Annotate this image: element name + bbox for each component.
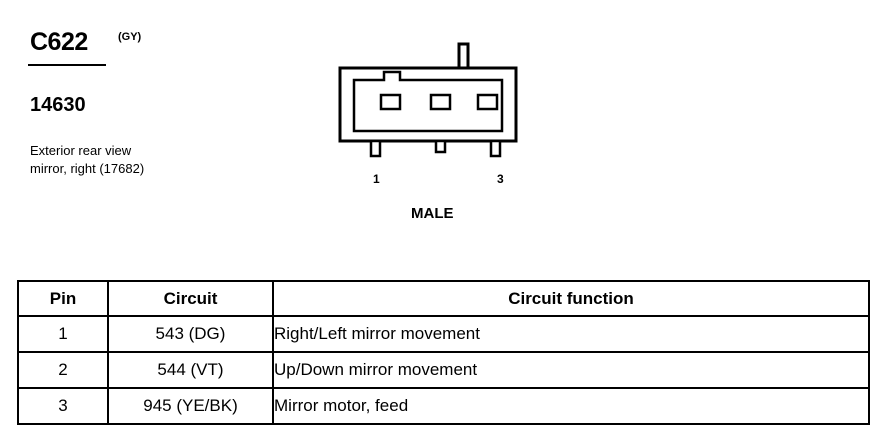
connector-face-drawing	[338, 42, 518, 158]
connector-cavity	[352, 70, 504, 133]
connector-gender: MALE	[411, 205, 454, 222]
cell-pin: 3	[17, 387, 109, 425]
cell-circuit: 544 (VT)	[107, 351, 274, 389]
cell-circuit: 543 (DG)	[107, 315, 274, 353]
pin-label-1: 1	[373, 172, 380, 186]
description-line-2: mirror, right (17682)	[30, 161, 145, 176]
cell-function: Up/Down mirror movement	[272, 351, 870, 389]
pinout-table: Pin Circuit Circuit function 1 543 (DG) …	[17, 280, 870, 425]
pin-label-3: 3	[497, 172, 504, 186]
part-number: 14630	[30, 94, 86, 116]
header-circuit: Circuit	[107, 280, 274, 317]
header-pin: Pin	[17, 280, 109, 317]
table-row: 2 544 (VT) Up/Down mirror movement	[17, 351, 870, 389]
terminal-slot-1	[379, 93, 402, 111]
table-header-row: Pin Circuit Circuit function	[17, 280, 870, 317]
pin-3-leg	[489, 139, 502, 158]
pin-1-leg	[369, 139, 382, 158]
description-line-1: Exterior rear view	[30, 143, 132, 158]
terminal-slot-2	[429, 93, 452, 111]
terminal-slot-3	[476, 93, 499, 111]
connector-description: Exterior rear view mirror, right (17682)	[30, 142, 144, 178]
cell-function: Mirror motor, feed	[272, 387, 870, 425]
cell-pin: 2	[17, 351, 109, 389]
connector-id-underline	[28, 64, 106, 66]
cell-function: Right/Left mirror movement	[272, 315, 870, 353]
connector-color-code: (GY)	[118, 31, 142, 43]
cell-pin: 1	[17, 315, 109, 353]
table-row: 1 543 (DG) Right/Left mirror movement	[17, 315, 870, 353]
cell-circuit: 945 (YE/BK)	[107, 387, 274, 425]
connector-id: C622	[30, 28, 88, 56]
pin-2-leg	[434, 139, 447, 154]
header-circuit-function: Circuit function	[272, 280, 870, 317]
table-row: 3 945 (YE/BK) Mirror motor, feed	[17, 387, 870, 425]
